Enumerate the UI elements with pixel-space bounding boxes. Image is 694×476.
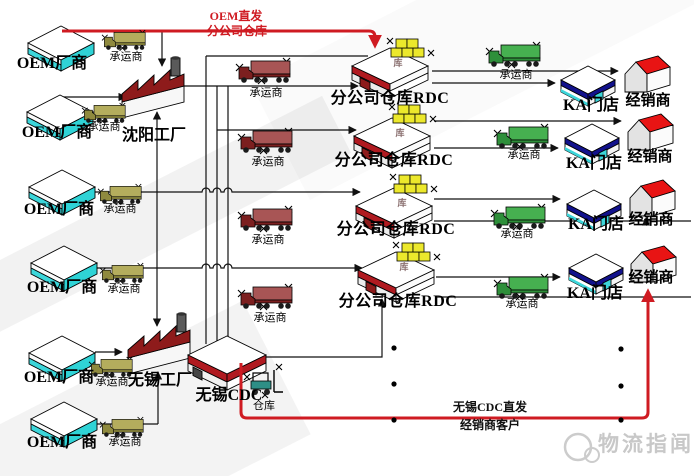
rdc-roof-tag: 库 [393, 58, 403, 68]
carrier-label: 承运商 [108, 436, 142, 448]
wuxi-factory-label: 无锡工厂 [127, 372, 192, 389]
note-oem-direct-line2: 分公司仓库 [206, 24, 267, 38]
dealer-label: 经销商 [628, 212, 674, 228]
oem-supplier-label: OEM厂商 [26, 434, 98, 451]
rdc-label: 分公司仓库RDC [334, 152, 454, 169]
delivery-carrier-label: 承运商 [505, 298, 539, 310]
packages-icon [386, 37, 435, 58]
oem-supplier-label: OEM厂商 [26, 279, 98, 296]
dealer-house [627, 113, 674, 151]
line-haul-carrier-label: 承运商 [249, 87, 283, 99]
shenyang-factory-label: 沈阳工厂 [121, 127, 186, 144]
carrier-label: 承运商 [95, 376, 129, 388]
line-haul-carrier-label: 承运商 [251, 234, 285, 246]
wuxi-factory-building [127, 311, 191, 375]
shenyang-factory-building [121, 55, 185, 119]
note-cdc-direct-line2: 经销商客户 [459, 418, 520, 432]
line-haul-truck-icon [235, 57, 291, 85]
delivery-truck-icon [493, 273, 549, 301]
rdc-roof-tag: 库 [395, 128, 405, 138]
flow-lines-black [60, 30, 691, 425]
rdc-roof-tag: 库 [399, 262, 409, 272]
line-haul-carrier-label: 承运商 [253, 312, 287, 324]
carrier-truck-icon [97, 183, 142, 206]
dealer-label: 经销商 [627, 149, 673, 165]
delivery-truck-icon [485, 41, 541, 69]
red-arrow-cdc-direct-to-dealer4 [239, 288, 655, 420]
dealer-label: 经销商 [625, 93, 671, 109]
flow-arrow-oem4-to-rdc4 [96, 263, 363, 273]
red-arrow-oem-direct-to-rdc1 [62, 29, 382, 49]
dealer-house [624, 55, 671, 93]
delivery-truck-icon [490, 203, 546, 231]
flow-arrow-oem3-to-rdc3 [94, 187, 361, 197]
line-haul-truck-icon [237, 127, 293, 155]
continuation-dots [391, 345, 624, 423]
dealer-label: 经销商 [628, 270, 674, 286]
line-haul-truck-icon [237, 283, 293, 311]
ka-store-label: KA门店 [567, 216, 624, 233]
wuxi-cdc-label: 无锡CDC [195, 387, 263, 404]
ka-store-label: KA门店 [565, 155, 622, 172]
delivery-carrier-label: 承运商 [499, 69, 533, 81]
carrier-label: 承运商 [109, 51, 143, 63]
rdc-roof-tag: 库 [397, 198, 407, 208]
delivery-carrier-label: 承运商 [507, 149, 541, 161]
rdc-label: 分公司仓库RDC [330, 90, 450, 107]
rdc-label: 分公司仓库RDC [338, 293, 458, 310]
flow-arrow-cdc-to-rdc4 [262, 298, 387, 358]
ka-store-label: KA门店 [566, 285, 623, 302]
rdc-label: 分公司仓库RDC [336, 221, 456, 238]
note-cdc-direct-line1: 无锡CDC直发 [453, 400, 527, 414]
watermark-logo-icon [563, 432, 600, 463]
carrier-label: 承运商 [103, 203, 137, 215]
carrier-truck-icon [101, 29, 146, 52]
packages-icon [392, 241, 441, 262]
dealer-house [629, 179, 676, 217]
oem-supplier-label: OEM厂商 [23, 201, 95, 218]
carrier-truck-icon [99, 416, 144, 439]
cdc-warehouse-label: 仓库 [253, 400, 275, 412]
oem-supplier-label: OEM厂商 [23, 369, 95, 386]
carrier-truck-icon [99, 262, 144, 285]
oem-supplier-label: OEM厂商 [21, 124, 93, 141]
carrier-label: 承运商 [107, 283, 141, 295]
oem-supplier-label: OEM厂商 [16, 55, 88, 72]
line-haul-truck-icon [237, 205, 293, 233]
packages-icon [389, 173, 438, 194]
note-oem-direct-line1: OEM直发 [209, 9, 263, 23]
flow-lines-red [62, 29, 655, 420]
carrier-label: 承运商 [87, 121, 121, 133]
delivery-truck-icon [493, 123, 549, 151]
delivery-carrier-label: 承运商 [500, 228, 534, 240]
line-haul-carrier-label: 承运商 [251, 156, 285, 168]
watermark-logo-text: 物流指闻 [598, 432, 694, 456]
ka-store-label: KA门店 [562, 97, 619, 114]
